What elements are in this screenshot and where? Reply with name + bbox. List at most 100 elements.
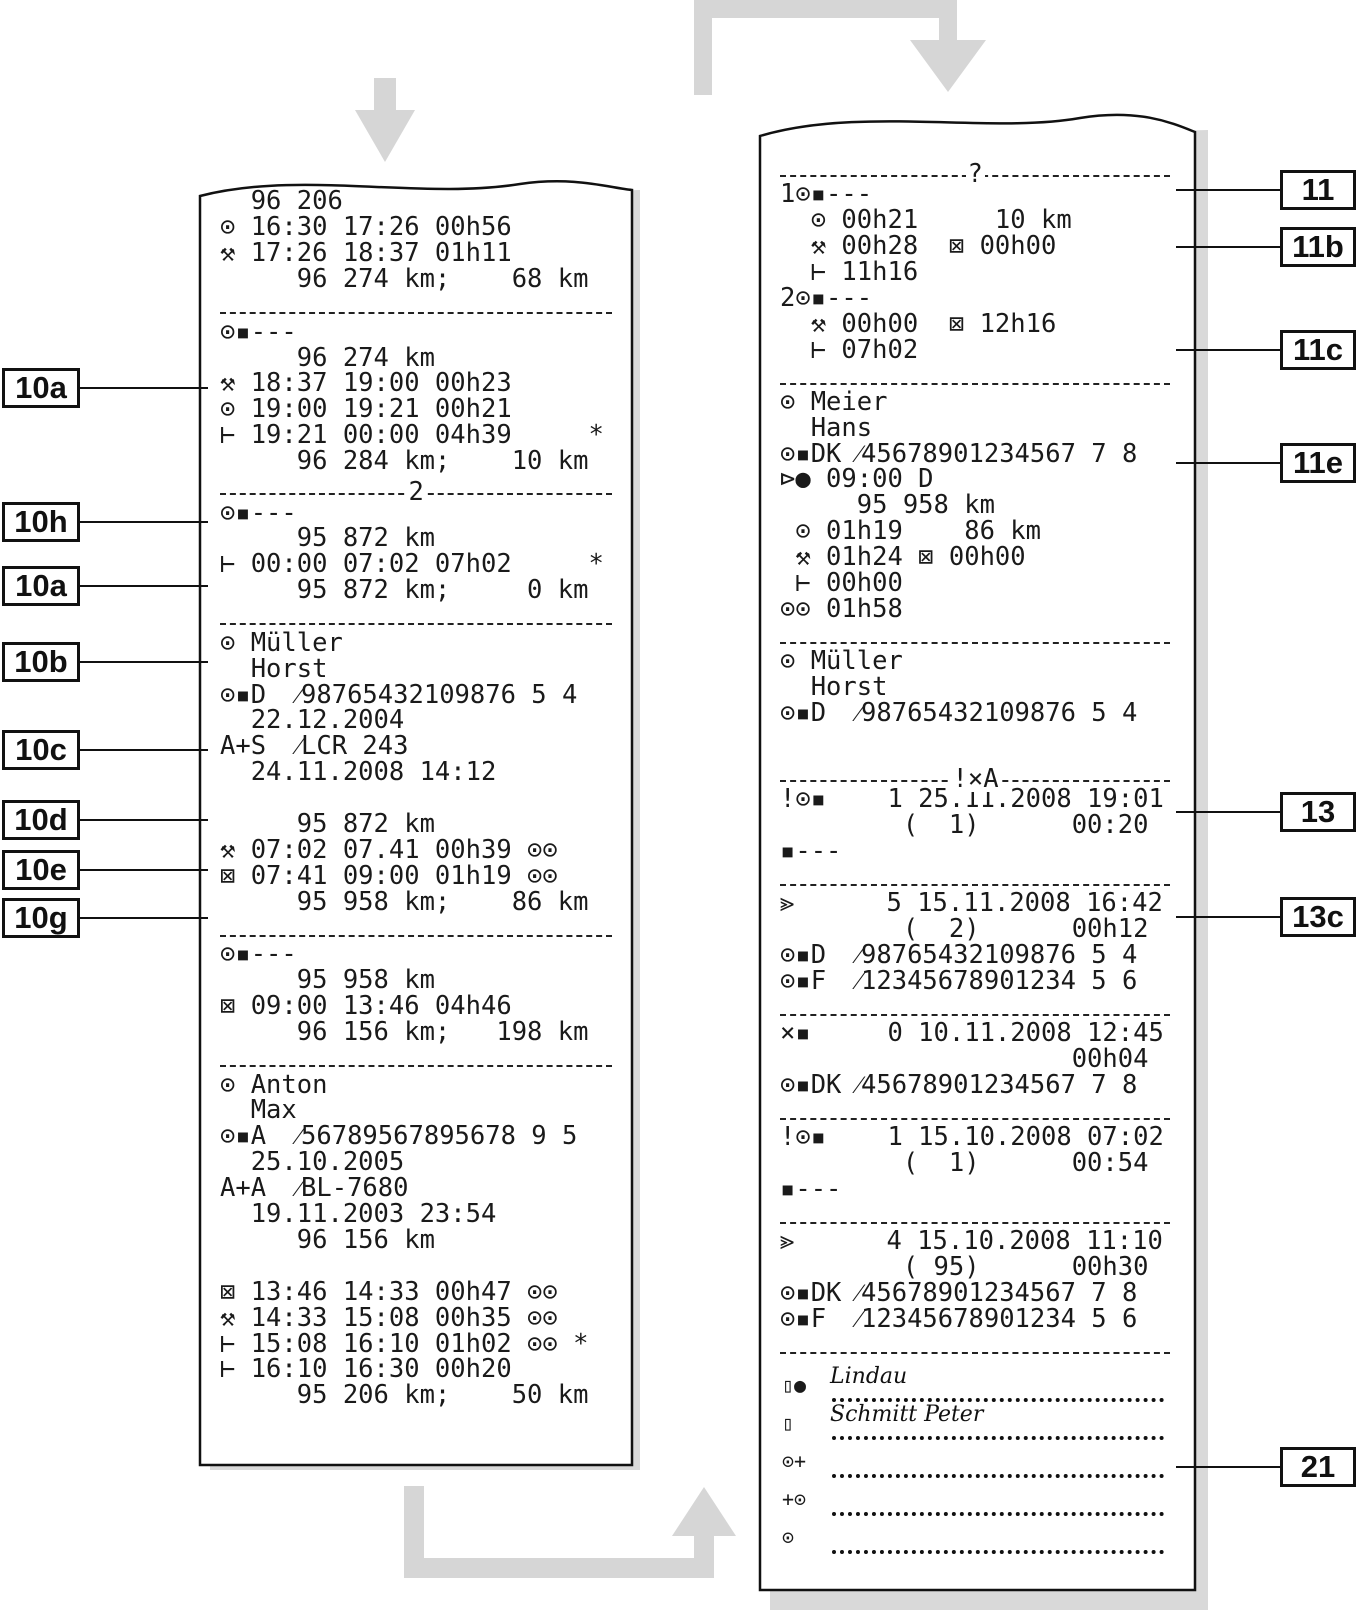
printout-line: ⊙ Müller <box>220 628 343 658</box>
printout-line: ⊢ 16:10 16:30 00h20 <box>220 1354 512 1384</box>
printout-line: ⊢ 07h02 <box>780 335 919 365</box>
callout-leader-line <box>80 521 208 523</box>
printout-line: ⊢ 11h16 <box>780 257 919 287</box>
handwritten-signature: Schmitt Peter <box>830 1402 984 1427</box>
separator-rule <box>780 1222 1170 1224</box>
printout-line: ⚒ 07:02 07.41 00h39 ⊙⊙ <box>220 835 558 865</box>
printout-line: ▪--- <box>780 1174 842 1204</box>
printout-line: ⊢ 19:21 00:00 04h39 * <box>220 420 604 450</box>
callout-10e: 10e <box>2 850 80 890</box>
handwritten-signature: Lindau <box>830 1364 908 1389</box>
separator-rule <box>780 1352 1170 1354</box>
signature-row-icon: ▯ <box>782 1411 795 1435</box>
printout-line: ⊙⊙ 01h58 <box>780 594 903 624</box>
printout-line: ⊙▪DK ⁄45678901234567 7 8 <box>780 439 1138 469</box>
printout-line: ⊠ 07:41 09:00 01h19 ⊙⊙ <box>220 861 558 891</box>
callout-leader-line <box>1176 462 1280 464</box>
printout-line: ⊙ Meier <box>780 387 888 417</box>
separator-rule <box>780 383 1170 385</box>
callout-leader-line <box>80 869 208 871</box>
callout-leader-line <box>1176 189 1280 191</box>
callout-10a: 10a <box>2 566 80 606</box>
separator-rule <box>220 1065 612 1067</box>
printout-line: ⊠ 13:46 14:33 00h47 ⊙⊙ <box>220 1277 558 1307</box>
printout-line: ⊙ Anton <box>220 1070 328 1100</box>
printout-line: ⊙▪D ⁄98765432109876 5 4 <box>780 698 1138 728</box>
printout-line: ⊙▪DK ⁄45678901234567 7 8 <box>780 1070 1138 1100</box>
signature-dotted-line <box>832 1550 1164 1554</box>
printout-line: 96 274 km; 68 km <box>220 264 589 294</box>
callout-leader-line <box>80 585 208 587</box>
right-strip-paper <box>758 113 1197 1592</box>
separator-rule <box>220 623 612 625</box>
printout-line: ⚒ 00h00 ⊠ 12h16 <box>780 309 1057 339</box>
printout-line: ⚒ 17:26 18:37 01h11 <box>220 238 512 268</box>
separator-rule <box>780 1014 1170 1016</box>
callout-11b: 11b <box>1280 227 1356 267</box>
printout-line: ⪢ 5 15.11.2008 16:42 <box>780 888 1163 918</box>
separator-label: !×A <box>950 764 1001 794</box>
separator-rule <box>780 884 1170 886</box>
printout-line: Hans <box>780 413 873 443</box>
separator-rule <box>220 312 612 314</box>
printout-line: 1⊙▪--- <box>780 179 873 209</box>
arrow-bracket-bottom-icon <box>404 1486 736 1578</box>
printout-line: 96 206 <box>220 186 343 216</box>
callout-leader-line <box>80 917 208 919</box>
separator-rule <box>780 1118 1170 1120</box>
printout-line: 22.12.2004 <box>220 705 405 735</box>
callout-10c: 10c <box>2 730 80 770</box>
printout-line: ⚒ 14:33 15:08 00h35 ⊙⊙ <box>220 1303 558 1333</box>
signature-dotted-line <box>832 1436 1164 1440</box>
callout-leader-line <box>80 819 208 821</box>
signature-row-icon: ⊙ <box>782 1525 795 1549</box>
signature-row-icon: ⊙+ <box>782 1449 807 1473</box>
callout-21: 21 <box>1280 1447 1356 1487</box>
printout-line: ⊙▪--- <box>220 939 297 969</box>
separator-label: 2 <box>406 477 426 507</box>
callout-10a: 10a <box>2 368 80 408</box>
printout-line: 25.10.2005 <box>220 1147 405 1177</box>
callout-leader-line <box>1176 1466 1280 1468</box>
printout-line: !⊙▪ 1 15.10.2008 07:02 <box>780 1122 1164 1152</box>
printout-line: ⚒ 01h24 ⊠ 00h00 <box>780 542 1026 572</box>
arrow-down-icon <box>355 78 415 162</box>
printout-line: A+S ⁄LCR 243 <box>220 731 409 761</box>
printout-line: 95 872 km <box>220 809 435 839</box>
printout-line: A+A ⁄BL-7680 <box>220 1173 409 1203</box>
callout-13c: 13c <box>1280 897 1356 937</box>
printout-line: ⊙▪D ⁄98765432109876 5 4 <box>780 940 1138 970</box>
separator-label: ? <box>965 159 985 189</box>
printout-line: 96 284 km; 10 km <box>220 446 589 476</box>
callout-11: 11 <box>1280 170 1356 210</box>
printout-line: Max <box>220 1095 297 1125</box>
callout-11c: 11c <box>1280 330 1356 370</box>
printout-line: ⊙ 16:30 17:26 00h56 <box>220 212 512 242</box>
printout-line: ⊙ 19:00 19:21 00h21 <box>220 394 512 424</box>
printout-line: ⊙ 00h21 10 km <box>780 205 1072 235</box>
printout-line: ⊙▪A ⁄56789567895678 9 5 <box>220 1121 578 1151</box>
printout-line: ⊙ 01h19 86 km <box>780 516 1041 546</box>
left-strip-paper <box>198 180 634 1467</box>
callout-leader-line <box>1176 916 1280 918</box>
callout-leader-line <box>80 661 208 663</box>
callout-leader-line <box>1176 349 1280 351</box>
callout-leader-line <box>1176 246 1280 248</box>
printout-line: ⊙▪--- <box>220 317 297 347</box>
callout-11e: 11e <box>1280 443 1356 483</box>
printout-line: ( 1) 00:20 <box>780 810 1149 840</box>
printout-line: 96 274 km <box>220 343 435 373</box>
signature-dotted-line <box>832 1398 1164 1402</box>
signature-row-icon: +⊙ <box>782 1487 807 1511</box>
printout-line: 95 872 km <box>220 523 435 553</box>
printout-line: 96 156 km; 198 km <box>220 1017 589 1047</box>
callout-10g: 10g <box>2 898 80 938</box>
printout-line: Horst <box>780 672 888 702</box>
printout-line: ⊢ 00:00 07:02 07h02 * <box>220 549 604 579</box>
printout-line: ⊳● 09:00 D <box>780 464 934 494</box>
printout-line: ▪--- <box>780 836 842 866</box>
printout-line: ⊙▪F ⁄12345678901234 5 6 <box>780 1304 1138 1334</box>
